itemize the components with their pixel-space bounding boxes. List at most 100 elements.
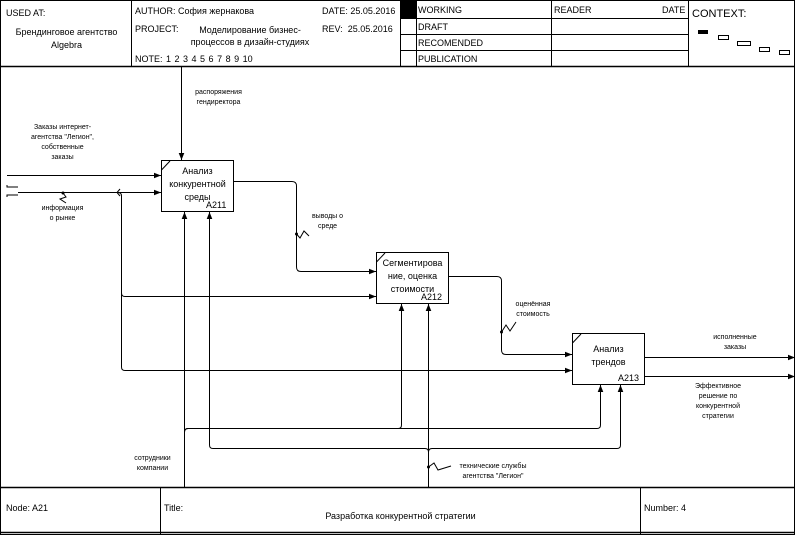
label-line: среде bbox=[317, 223, 338, 230]
rev-label: REV: bbox=[322, 24, 343, 34]
label-line: заказы bbox=[51, 154, 74, 161]
author-value: София жернакова bbox=[178, 6, 255, 16]
number-field: Number: 4 bbox=[644, 503, 686, 513]
squiggle-estimated-cost bbox=[501, 321, 517, 333]
rev-field: REV: 25.05.2016 bbox=[322, 24, 393, 34]
label-mechanism-staff: сотрудники компании bbox=[125, 454, 180, 474]
activity-a211-label[interactable]: Анализ конкурентной среды bbox=[162, 165, 233, 204]
status-recomended[interactable]: RECOMENDED bbox=[418, 38, 484, 48]
used-at-value: Брендинговое агентство Algebra bbox=[15, 27, 118, 50]
activity-a211-line: конкурентной bbox=[169, 179, 226, 189]
status-draft[interactable]: DRAFT bbox=[418, 22, 448, 32]
dot bbox=[61, 191, 65, 195]
activity-a212-label[interactable]: Сегментирова ние, оценка стоимости bbox=[377, 257, 448, 296]
label-line: стоимость bbox=[516, 311, 550, 318]
project-value-line1: Моделирование бизнес- bbox=[199, 25, 301, 35]
label-line: Заказы интернет- bbox=[33, 124, 92, 131]
arrow-env-conclusions[interactable] bbox=[233, 181, 376, 275]
label-line: компании bbox=[136, 465, 169, 472]
label-line: конкурентной bbox=[696, 403, 740, 410]
reader-date-label: DATE bbox=[662, 5, 686, 15]
context-box bbox=[737, 41, 751, 46]
arrow-market-info-to-a213[interactable] bbox=[121, 290, 573, 374]
note-label: NOTE: bbox=[135, 54, 163, 64]
node-label: Node: bbox=[6, 503, 31, 513]
title-label: Title: bbox=[164, 503, 184, 513]
activity-a211-line: среды bbox=[184, 192, 211, 202]
context-box bbox=[759, 47, 770, 52]
squiggle-market-info bbox=[58, 192, 67, 204]
project-value-line2: процессов в дизайн-студиях bbox=[190, 37, 310, 47]
status-publication[interactable]: PUBLICATION bbox=[418, 54, 478, 64]
activity-a211-line: Анализ bbox=[182, 166, 213, 176]
activity-a211-number: A211 bbox=[206, 200, 227, 210]
label-line: о рынке bbox=[49, 215, 76, 222]
squiggle-env-conclusions bbox=[296, 230, 310, 239]
project-label: PROJECT: bbox=[135, 24, 179, 34]
label-line: технические службы bbox=[459, 463, 527, 470]
date-field: DATE: 25.05.2016 bbox=[322, 6, 395, 16]
diagram-title: Разработка конкурентной стратегии bbox=[325, 511, 476, 521]
activity-a213-number: A213 bbox=[618, 373, 640, 383]
author-field: AUTHOR: София жернакова bbox=[135, 6, 254, 16]
label-line: стратегии bbox=[702, 413, 734, 420]
arrow-market-info-to-a212[interactable] bbox=[117, 192, 376, 300]
label-line: решение по bbox=[698, 393, 738, 400]
label-line: распоряжения bbox=[195, 89, 242, 96]
rev-value: 25.05.2016 bbox=[347, 24, 393, 34]
label-control-directive: распоряжения гендиректора bbox=[186, 88, 251, 108]
dot bbox=[427, 465, 430, 469]
label-line: исполненные bbox=[713, 334, 757, 341]
arrow-mechanism-staff-a213[interactable] bbox=[184, 385, 604, 433]
number-label: Number: bbox=[644, 503, 679, 513]
label-line: заказы bbox=[723, 344, 747, 351]
activity-box-a211[interactable] bbox=[161, 160, 234, 212]
context-box-active bbox=[698, 30, 708, 34]
label-line: оценённая bbox=[515, 301, 551, 308]
arrow-mechanism-staff-a212[interactable] bbox=[184, 304, 405, 433]
status-working[interactable]: WORKING bbox=[418, 5, 462, 15]
activity-a212-number: A212 bbox=[421, 292, 443, 302]
activity-a212-line: ние, оценка bbox=[387, 271, 438, 281]
label-env-conclusions: выводы о среде bbox=[305, 212, 350, 232]
label-input-orders: Заказы интернет- агентства "Легион", соб… bbox=[20, 123, 105, 163]
activity-a213-line: трендов bbox=[591, 357, 626, 367]
label-line: агентства "Легион" bbox=[462, 473, 524, 480]
dot bbox=[500, 330, 503, 334]
reader-label: READER bbox=[554, 5, 592, 15]
used-at-label: USED AT: bbox=[6, 8, 46, 18]
project-value: Моделирование бизнес- процессов в дизайн… bbox=[185, 24, 315, 48]
activity-a213-label[interactable]: Анализ трендов bbox=[573, 343, 644, 369]
arrow-mechanism-tech-a213[interactable] bbox=[428, 385, 624, 453]
activity-a212-line: Сегментирова bbox=[382, 258, 443, 268]
label-line: гендиректора bbox=[196, 99, 241, 106]
label-line: сотрудники bbox=[134, 455, 171, 462]
note-numbers: 1 2 3 4 5 6 7 8 9 10 bbox=[166, 54, 253, 64]
author-label: AUTHOR: bbox=[135, 6, 176, 16]
arrow-mechanism-tech-a211[interactable] bbox=[206, 212, 429, 453]
working-status-marker bbox=[401, 1, 416, 18]
node-value: A21 bbox=[32, 503, 49, 513]
dot bbox=[295, 232, 298, 236]
label-market-info: информация о рынке bbox=[35, 204, 90, 224]
activity-a212-line: стоимости bbox=[390, 284, 435, 294]
label-line: агентства "Легион", bbox=[31, 134, 94, 141]
activity-box-a212[interactable] bbox=[376, 252, 449, 304]
label-mechanism-tech: технические службы агентства "Легион" bbox=[448, 462, 538, 482]
date-value: 25.05.2016 bbox=[350, 6, 396, 16]
label-line: собственные bbox=[41, 144, 84, 151]
context-label: CONTEXT: bbox=[692, 8, 747, 20]
label-completed-orders: исполненные заказы bbox=[700, 333, 770, 353]
context-box bbox=[779, 50, 790, 55]
label-line: информация bbox=[41, 205, 84, 212]
label-line: выводы о bbox=[311, 213, 344, 220]
note-field: NOTE: 1 2 3 4 5 6 7 8 9 10 bbox=[135, 54, 253, 64]
label-estimated-cost: оценённая стоимость bbox=[508, 300, 558, 320]
node-field: Node: A21 bbox=[6, 503, 48, 513]
date-label: DATE: bbox=[322, 6, 348, 16]
activity-box-a213[interactable] bbox=[572, 333, 645, 385]
branch-junction bbox=[116, 188, 121, 197]
arrow-estimated-cost[interactable] bbox=[448, 276, 572, 358]
number-value: 4 bbox=[681, 503, 687, 513]
